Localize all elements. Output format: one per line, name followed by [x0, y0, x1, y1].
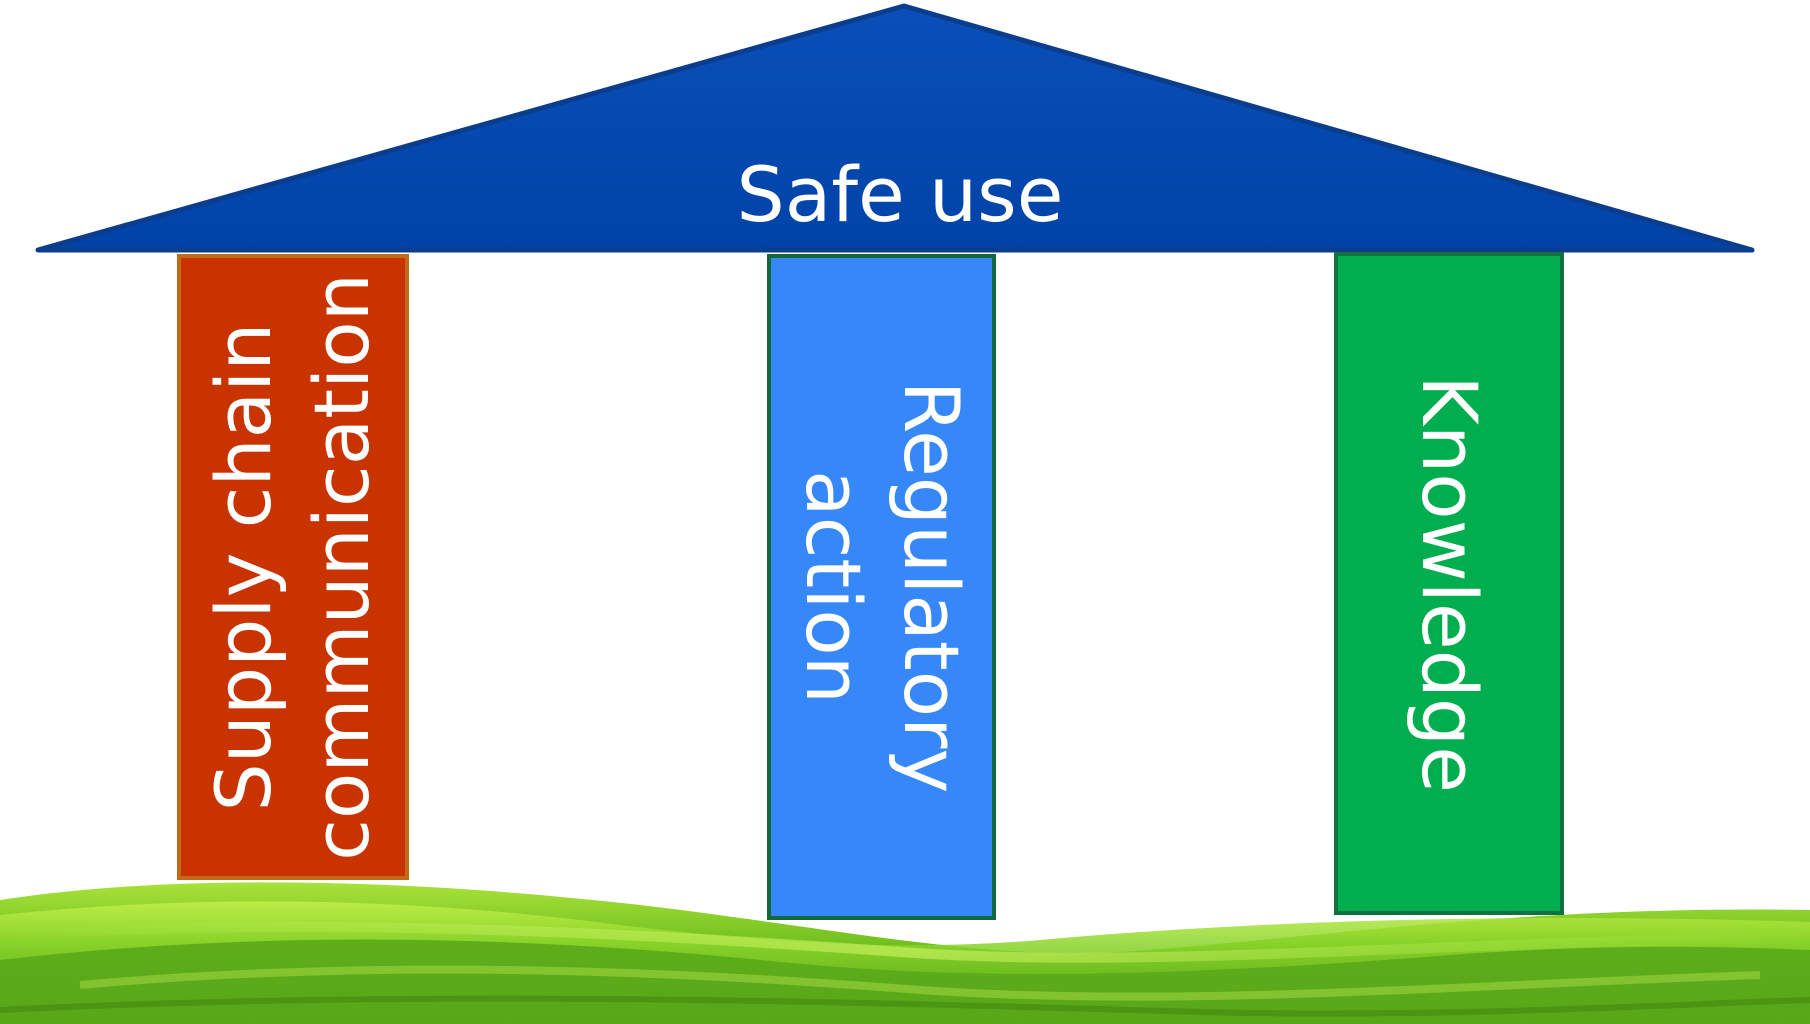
pillar-regulatory-action-label: Regulatory action	[784, 381, 980, 794]
roof-label: Safe use	[660, 150, 1140, 240]
pillar-supply-chain-line2: communication	[293, 273, 391, 861]
pillar-regulatory-action-line1: Regulatory	[882, 381, 980, 794]
pillar-regulatory-action-line2: action	[784, 381, 882, 794]
pillar-regulatory-action: Regulatory action	[767, 254, 996, 920]
pillar-supply-chain: Supply chain communication	[177, 254, 409, 880]
pillar-knowledge: Knowledge	[1334, 252, 1564, 915]
pillar-knowledge-label: Knowledge	[1400, 375, 1498, 793]
pillar-knowledge-line1: Knowledge	[1400, 375, 1498, 793]
pillar-supply-chain-line1: Supply chain	[195, 273, 293, 861]
pillar-supply-chain-label: Supply chain communication	[195, 273, 391, 861]
